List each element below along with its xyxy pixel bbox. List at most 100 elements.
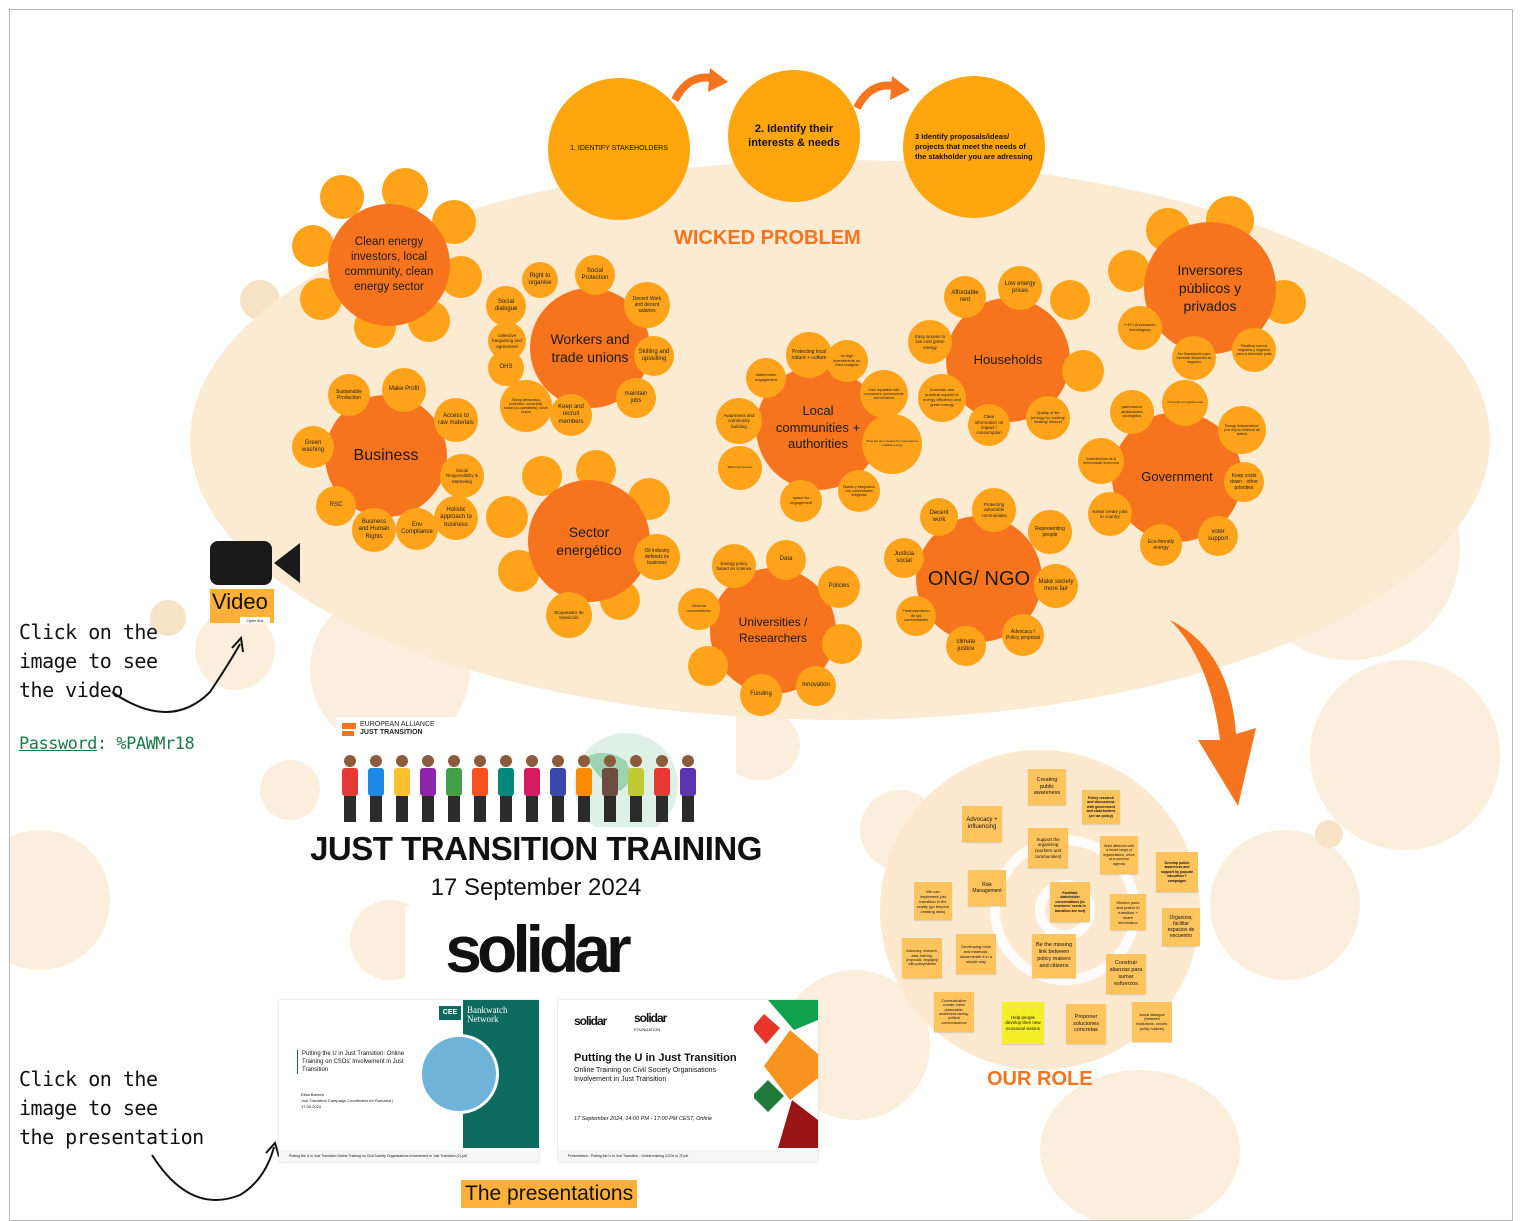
our-role-title: OUR ROLE: [987, 1068, 1093, 1090]
role-note[interactable]: Policy research and discussions with gov…: [1082, 790, 1120, 824]
petal: Make society more fair: [1034, 564, 1078, 608]
step-1-text: 1. IDENTIFY STAKEHOLDERS: [570, 145, 668, 153]
step-1-circle: 1. IDENTIFY STAKEHOLDERS: [548, 78, 690, 220]
stakeholder-clean-energy[interactable]: Clean energy investors, local community,…: [328, 204, 450, 326]
petal: [292, 225, 334, 267]
globe-image: [419, 1034, 499, 1114]
role-note[interactable]: Facilitate stakeholder conversations (to…: [1050, 882, 1090, 922]
petal-text: Business and Human Rights: [358, 519, 390, 540]
video-hint-line1: Click on the: [19, 620, 158, 644]
right-file-name[interactable]: Presentation - Putting the U in Just Tra…: [558, 1150, 818, 1162]
pres-hint-line3: the presentation: [19, 1125, 204, 1149]
stakeholder-ong-ngo[interactable]: ONG/ NGO: [916, 516, 1042, 642]
petal: patrimonios ambientales protegidos: [1110, 390, 1154, 434]
role-note[interactable]: Communication: counter online polarizati…: [934, 992, 974, 1032]
pres-hint-line1: Click on the: [19, 1067, 158, 1091]
person-figure-body: [472, 768, 488, 796]
petal: Skilling and upskilling: [634, 336, 674, 376]
role-note[interactable]: social dialogue (between institutions, u…: [1132, 1002, 1172, 1042]
person-figure-legs: [630, 796, 642, 822]
person-figure-legs: [422, 796, 434, 822]
petal-text: Funding: [750, 691, 772, 698]
petal: Quality of life (energy for cooling/ hea…: [1026, 396, 1070, 440]
petal: [1050, 280, 1090, 320]
petal-text: Domestic and practical support in energy…: [923, 387, 961, 407]
petal: climate justice: [946, 626, 986, 666]
role-note[interactable]: Monitor pace and justice in transition +…: [1110, 894, 1146, 930]
petal: [486, 496, 528, 538]
role-note[interactable]: Advocacy + influencing: [962, 806, 1002, 842]
petal-text: Diseño y Integración con comunidades ind…: [843, 484, 875, 498]
petal: I+D+i (innovación tecnológica): [1118, 306, 1162, 350]
petal-text: Justicia social: [893, 550, 914, 564]
petal-text: Trust are also needed the resources to m…: [866, 439, 918, 447]
person-figure-legs: [370, 796, 382, 822]
petal-text: Generar conocimiento: [687, 603, 711, 613]
petal: Representing people: [1028, 510, 1072, 554]
video-open-link[interactable]: Open link: [240, 617, 270, 624]
petal: Gain reputation with consumers, governme…: [860, 370, 908, 418]
role-note-highlight[interactable]: Help people develop their new ecosocial …: [1002, 1002, 1044, 1044]
petal: Data: [766, 540, 806, 580]
person-figure-body: [628, 768, 644, 796]
role-note[interactable]: Creating public awareness: [1028, 769, 1066, 805]
left-file-name[interactable]: Putting the U in Just Transition Online …: [279, 1150, 539, 1162]
petal-text: Bloqueador de transición: [554, 609, 584, 620]
petal: Business and Human Rights: [352, 508, 396, 552]
petal: Funding: [740, 674, 782, 716]
petal: Strong democracy, protection, ownership,…: [500, 380, 552, 432]
petal: Innovation: [796, 666, 836, 706]
petal: Holistic approach to business: [434, 496, 478, 540]
petal-text: Awareness and community building: [723, 412, 755, 429]
role-note[interactable]: Risk Management: [968, 870, 1006, 906]
left-slide-title: Putting the U in Just Transition: Online…: [297, 1050, 415, 1074]
pres-hint-line2: image to see: [19, 1096, 158, 1120]
petal-text: Balanced interests: [727, 465, 753, 470]
down-arrow-icon: [1170, 620, 1256, 806]
petal: Social dialogue: [486, 286, 526, 326]
petal: Justicia social: [884, 538, 924, 578]
curved-arrow-icon: [151, 1140, 280, 1201]
role-note[interactable]: Be the missing link between policy maker…: [1032, 934, 1076, 978]
petal: Access to raw materials: [434, 398, 478, 442]
role-note[interactable]: Developing tools and materials, dissemin…: [956, 934, 996, 974]
video-thumbnail[interactable]: Video Open link: [206, 537, 306, 625]
presentation-thumbnail-left[interactable]: CEE Bankwatch Network Putting the U in J…: [279, 1000, 539, 1162]
role-note[interactable]: We can implement just transition in the …: [914, 882, 952, 920]
person-figure-body: [602, 768, 618, 796]
petal-text: Strong democracy, protection, ownership,…: [504, 397, 548, 415]
petal-text: Social Responsibility & Marketing: [445, 467, 478, 484]
person-figure-legs: [500, 796, 512, 822]
petal-text: no high investments on their budgets: [833, 352, 861, 368]
petal-text: Gain reputation with consumers, governme…: [864, 387, 904, 401]
role-note[interactable]: Support the organizing (workers and comm…: [1028, 828, 1068, 868]
person-figure-body: [680, 768, 696, 796]
petal: Energy independence (not rely on externa…: [1218, 406, 1266, 454]
password-value: : %PAWMr18: [96, 734, 195, 754]
cee-tag: CEE: [439, 1006, 461, 1020]
person-figure-head: [656, 755, 668, 767]
role-note[interactable]: Organizar, facilitar espacios de encuent…: [1162, 908, 1200, 946]
step-3-circle: 3 Identify proposals/ideas/ projects tha…: [903, 76, 1045, 218]
petal-text: OHS: [499, 364, 513, 371]
role-note[interactable]: Develop public awareness and support by …: [1156, 852, 1198, 892]
person-figure-head: [422, 755, 434, 767]
role-note[interactable]: Construir alianzas para sumar esfuerzos: [1106, 954, 1146, 994]
petal-text: Energy independence (not rely on externa…: [1223, 423, 1261, 437]
person-figure-body: [394, 768, 410, 796]
stakeholder-title: Sector energético: [556, 523, 622, 558]
role-note[interactable]: Build alliances with a broad range of or…: [1100, 836, 1138, 874]
petal-text: Keep/ create jobs in country: [1092, 508, 1128, 519]
petal: Balanced interests: [718, 446, 762, 490]
whiteboard-canvas[interactable]: WICKED PROBLEM OUR ROLE 1. IDENTIFY STAK…: [9, 9, 1513, 1221]
petal-text: Sustainable Production: [335, 389, 363, 401]
petal: [1108, 250, 1150, 292]
stakeholder-sector-energetico[interactable]: Sector energético: [528, 480, 650, 602]
background-bubble: [1040, 1070, 1240, 1220]
role-note[interactable]: Advocacy, research, data, training, prop…: [902, 938, 942, 978]
petal-text: Financiamiento de las comunidades: [902, 607, 930, 623]
role-note[interactable]: Proponer soluciones concretas: [1066, 1004, 1106, 1044]
